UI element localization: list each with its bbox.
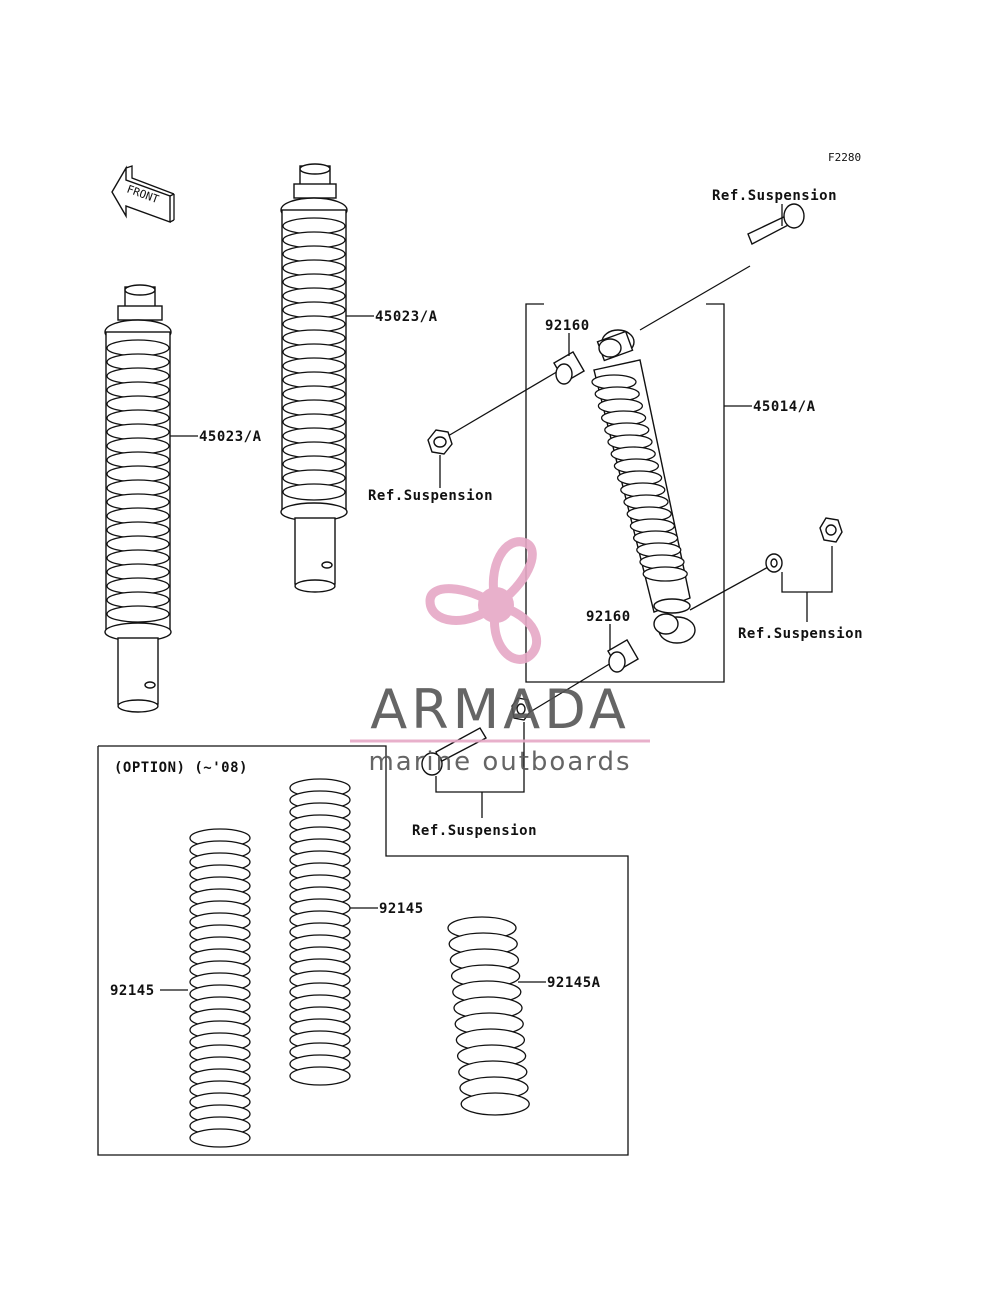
callout-collar-bottom: 92160 (586, 609, 631, 625)
spring-left (189, 828, 251, 1148)
armada-logo: ARMADA marine outboards (350, 537, 650, 777)
coil-turn (642, 566, 688, 582)
spring-right (447, 916, 530, 1116)
option-box (97, 745, 629, 1156)
callout-left-shock: 45023/A (199, 429, 262, 445)
coil-turn (189, 1128, 251, 1148)
figure-code: F2280 (828, 151, 861, 164)
bottom-bolt (421, 697, 531, 776)
coil-turn (460, 1092, 530, 1116)
nut-left (427, 429, 453, 455)
front-arrow-icon: FRONT (111, 165, 175, 223)
callout-middle-shock: 45023/A (375, 309, 438, 325)
callout-spring-middle: 92145 (379, 901, 424, 917)
collar-bottom (529, 639, 639, 713)
callout-ref-top-right: Ref.Suspension (712, 188, 837, 204)
callout-assembly: 45014/A (753, 399, 816, 415)
callout-spring-right: 92145A (547, 975, 601, 991)
callout-spring-left: 92145 (110, 983, 155, 999)
middle-shock-absorber (280, 163, 348, 593)
assembly-shock (591, 329, 696, 644)
coil-turn (289, 1066, 351, 1086)
top-bolt (639, 203, 805, 331)
watermark-tagline: marine outboards (368, 747, 631, 777)
coil-turn (106, 605, 170, 623)
coil-turn (282, 483, 346, 501)
assembly-bracket (525, 303, 725, 683)
callout-ref-right: Ref.Suspension (738, 626, 863, 642)
option-label: (OPTION) (~'08) (114, 760, 248, 776)
spring-middle (289, 778, 351, 1086)
callout-ref-bottom: Ref.Suspension (412, 823, 537, 839)
collar-top (447, 351, 585, 437)
watermark-brand: ARMADA (370, 678, 630, 741)
left-shock-absorber (104, 284, 172, 713)
callout-ref-nut-left: Ref.Suspension (368, 488, 493, 504)
right-hardware (689, 517, 843, 611)
callout-collar-top: 92160 (545, 318, 590, 334)
